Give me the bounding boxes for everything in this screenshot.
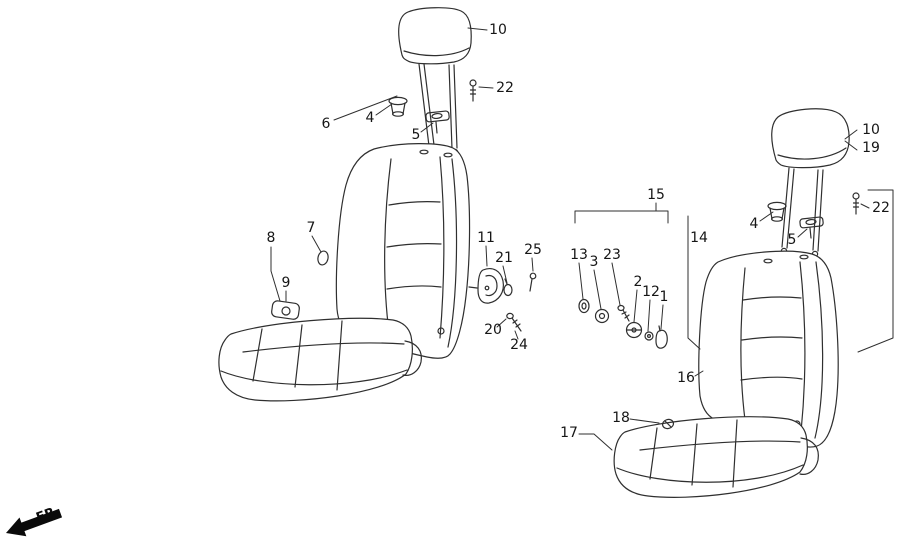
grommet-13 [578, 298, 590, 314]
callout-16: 16 [677, 370, 695, 386]
screw-22-left [469, 79, 477, 102]
leader-5-right [797, 228, 808, 238]
callout-23: 23 [603, 247, 621, 263]
leader-17 [578, 433, 613, 451]
callout-25: 25 [524, 242, 542, 258]
recliner-outer-cover-11 [477, 268, 504, 304]
leader-7 [311, 235, 322, 253]
leader-24 [514, 330, 519, 340]
leader-6 [333, 95, 398, 121]
leader-18 [629, 418, 660, 424]
leader-23 [611, 262, 621, 306]
leader-1 [660, 304, 664, 330]
callout-14: 14 [690, 230, 708, 246]
headrest-guide-left-4 [388, 96, 408, 117]
leader-20 [496, 318, 507, 328]
hinge-cover-9 [271, 300, 300, 320]
leader-4-right [759, 211, 774, 222]
leader-4-left [375, 103, 393, 116]
leader-25 [531, 257, 534, 272]
bush-21 [503, 278, 513, 297]
screw-23 [617, 304, 630, 322]
headrest-guide-right-5 [799, 216, 824, 239]
knob-3 [594, 308, 610, 324]
callout-4-left: 4 [366, 110, 375, 126]
right-seat-back [698, 250, 839, 448]
headrest-guide-right-4 [767, 201, 787, 222]
callout-4-right: 4 [750, 216, 759, 232]
callout-17: 17 [560, 425, 578, 441]
leader-13 [578, 262, 584, 300]
leader-22-left [478, 86, 494, 89]
callout-3: 3 [590, 254, 599, 270]
leader-3 [593, 269, 602, 310]
bracket-15 [574, 202, 669, 224]
callout-5-right: 5 [788, 232, 797, 248]
recliner-cover-7 [317, 250, 329, 266]
callout-21: 21 [495, 250, 513, 266]
leader-12 [647, 299, 651, 332]
callout-12: 12 [642, 284, 660, 300]
right-headrest [771, 108, 850, 169]
recliner-knob-2 [625, 321, 643, 339]
screw-22-right [852, 192, 860, 215]
callout-7: 7 [307, 220, 316, 236]
leader-lines [270, 27, 894, 451]
fr-direction-arrow: FR. [6, 503, 63, 537]
leader-11 [485, 245, 488, 267]
leader-10-left [467, 27, 488, 31]
leader-21 [502, 265, 508, 284]
left-headrest [398, 7, 472, 65]
callout-11: 11 [477, 230, 495, 246]
headrest-guide-left-5 [425, 110, 450, 134]
right-seat-cushion [613, 416, 819, 498]
left-seat-cushion [218, 317, 422, 402]
callout-24: 24 [510, 337, 528, 353]
leader-10-19-right [844, 129, 858, 151]
callout-18: 18 [612, 410, 630, 426]
callout-1: 1 [660, 289, 669, 305]
callout-6: 6 [322, 116, 331, 132]
callout-5-left: 5 [412, 127, 421, 143]
bracket-22-right [857, 189, 894, 353]
leader-16 [694, 370, 704, 377]
fr-label: FR. [34, 503, 62, 525]
callout-13: 13 [570, 247, 588, 263]
callout-19: 19 [862, 140, 880, 156]
callout-2: 2 [634, 274, 643, 290]
callout-10-right: 10 [862, 122, 880, 138]
callout-15: 15 [647, 187, 665, 203]
callout-22-left: 22 [496, 80, 514, 96]
leader-2 [633, 289, 638, 323]
leader-22-right [860, 203, 870, 209]
callout-8: 8 [267, 230, 276, 246]
lever-knob-1 [655, 325, 668, 349]
leader-5-left [420, 122, 434, 133]
callout-9: 9 [282, 275, 291, 291]
leader-14 [687, 215, 701, 350]
callout-20: 20 [484, 322, 502, 338]
hinge-clip-18 [661, 418, 675, 430]
screw-20-24 [506, 312, 522, 332]
callout-22-right: 22 [872, 200, 890, 216]
callout-10-left: 10 [489, 22, 507, 38]
leader-8 [270, 246, 281, 302]
left-headrest-posts [418, 63, 459, 156]
left-seat-back [335, 143, 478, 359]
pin-25 [529, 272, 537, 292]
washer-12 [644, 331, 654, 341]
